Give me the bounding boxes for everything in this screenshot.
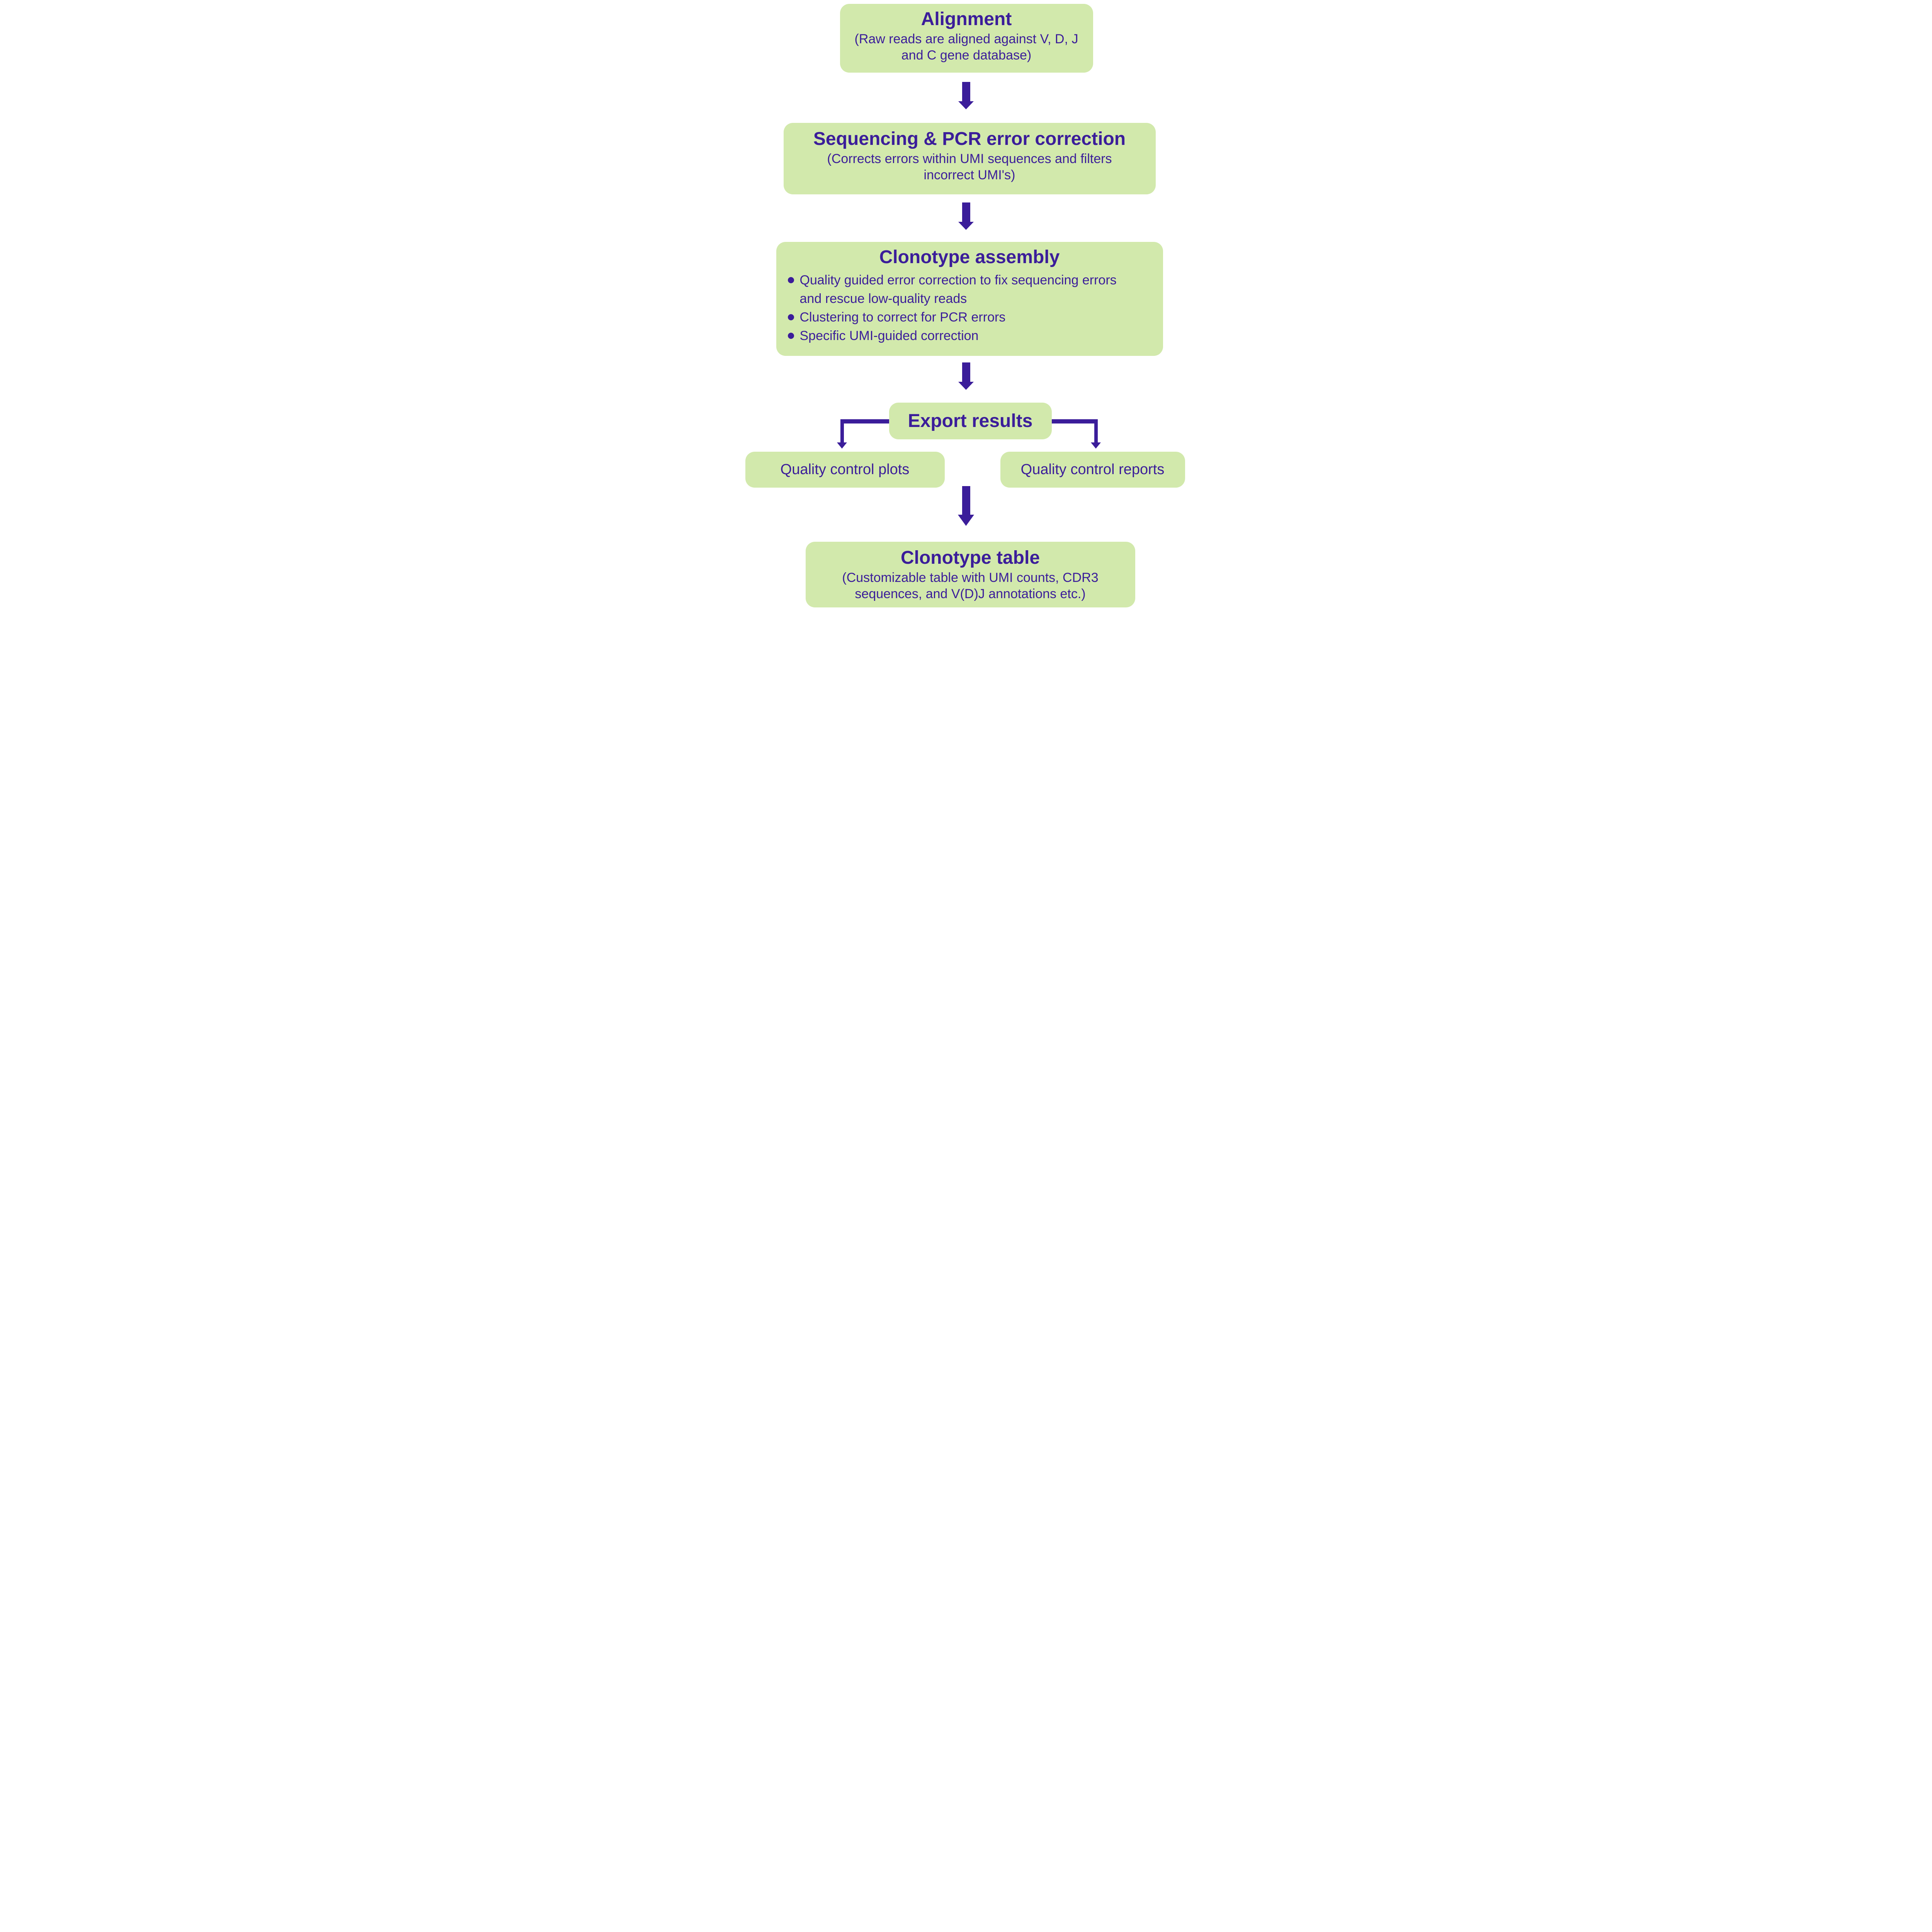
bullet-icon xyxy=(787,277,794,284)
node-alignment-subtitle: (Raw reads are aligned against V, D, J a… xyxy=(854,32,1078,63)
bullet-text: Clustering to correct for PCR errors xyxy=(799,310,1006,325)
list-item: Specific UMI-guided correction xyxy=(787,327,1163,345)
down-arrow-icon xyxy=(958,362,974,390)
down-arrow-head xyxy=(958,515,974,526)
flowchart: Alignment (Raw reads are aligned against… xyxy=(739,0,1193,609)
node-table-title: Clonotype table xyxy=(900,548,1040,568)
down-arrow-icon xyxy=(958,486,974,526)
bullet-text: Quality guided error correction to fix s… xyxy=(799,273,1117,306)
branch-left-line xyxy=(840,419,889,423)
node-sequencing-pcr-error-correction: Sequencing & PCR error correction (Corre… xyxy=(783,123,1156,194)
bullet-icon xyxy=(787,314,794,321)
branch-left-line-vertical xyxy=(840,419,844,442)
node-alignment: Alignment (Raw reads are aligned against… xyxy=(840,4,1093,73)
down-arrow-shaft xyxy=(962,202,970,222)
down-arrow-shaft xyxy=(962,82,970,101)
node-sequencing-subtitle: (Corrects errors within UMI sequences an… xyxy=(827,151,1112,183)
bullet-icon xyxy=(787,333,794,339)
down-arrow-shaft xyxy=(962,486,970,515)
branch-left-arrowhead-icon xyxy=(837,442,847,449)
down-arrow-head xyxy=(958,222,974,230)
down-arrow-icon xyxy=(958,202,974,230)
down-arrow-head xyxy=(958,101,974,109)
node-alignment-title: Alignment xyxy=(921,9,1012,29)
node-quality-control-plots: Quality control plots xyxy=(745,452,945,488)
list-item: Quality guided error correction to fix s… xyxy=(787,271,1163,308)
bullet-text: Specific UMI-guided correction xyxy=(799,328,979,344)
list-item: Clustering to correct for PCR errors xyxy=(787,308,1163,327)
branch-right-line-vertical xyxy=(1094,419,1098,442)
node-qc-plots-title: Quality control plots xyxy=(780,461,910,478)
down-arrow-shaft xyxy=(962,362,970,382)
assembly-bullet-list: Quality guided error correction to fix s… xyxy=(776,271,1163,345)
node-clonotype-assembly: Clonotype assembly Quality guided error … xyxy=(776,242,1163,356)
node-clonotype-table: Clonotype table (Customizable table with… xyxy=(805,542,1135,607)
node-quality-control-reports: Quality control reports xyxy=(1000,452,1185,488)
node-qc-reports-title: Quality control reports xyxy=(1020,461,1165,478)
branch-right-arrowhead-icon xyxy=(1090,442,1101,449)
node-export-title: Export results xyxy=(908,410,1033,431)
node-assembly-title: Clonotype assembly xyxy=(879,247,1060,267)
node-sequencing-title: Sequencing & PCR error correction xyxy=(813,129,1126,149)
down-arrow-icon xyxy=(958,82,974,109)
branch-right-line xyxy=(1051,419,1098,423)
node-export-results: Export results xyxy=(889,403,1052,439)
node-table-subtitle: (Customizable table with UMI counts, CDR… xyxy=(842,570,1099,602)
down-arrow-head xyxy=(958,382,974,390)
